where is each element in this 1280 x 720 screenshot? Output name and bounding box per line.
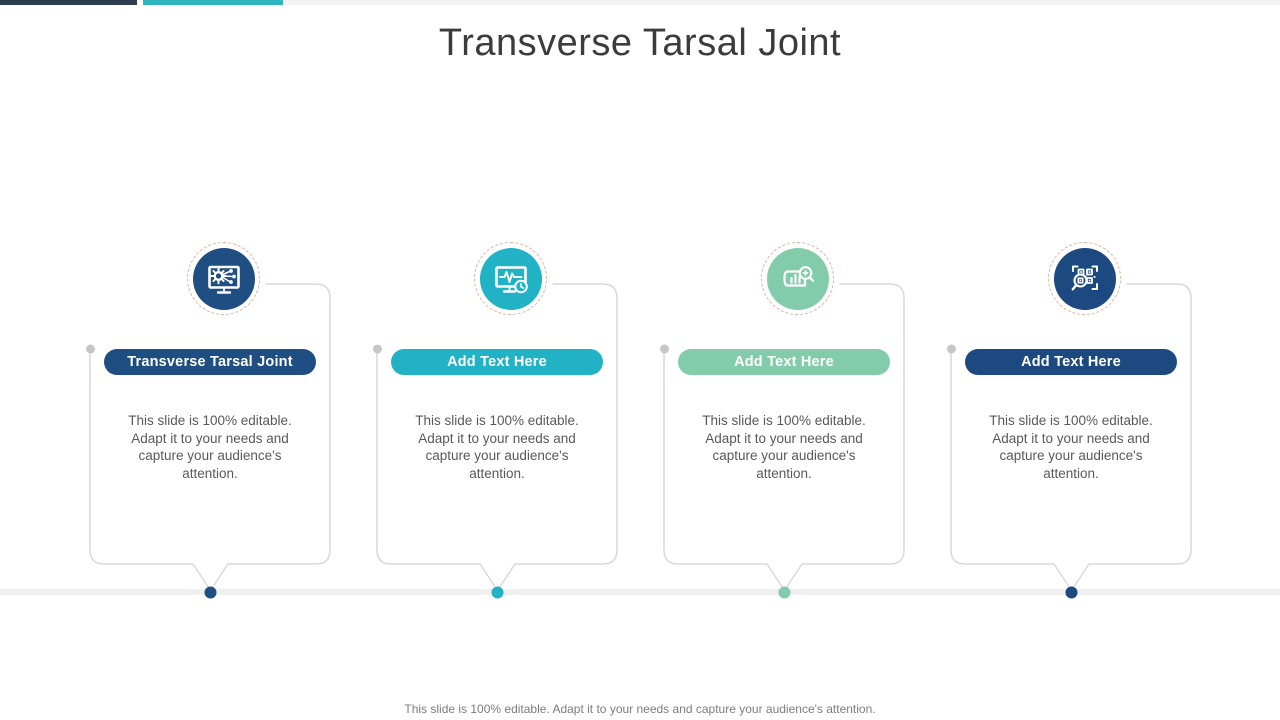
- card-bubble-outline: [947, 283, 1192, 599]
- timeline-dot: [778, 586, 791, 599]
- anchor-dot: [86, 344, 95, 354]
- icon-dashed-ring: [761, 242, 834, 315]
- icon-circle: [766, 247, 829, 310]
- icon-circle: [479, 247, 542, 310]
- icon-circle: [192, 247, 255, 310]
- topbar-dark-segment: [0, 0, 137, 5]
- icon-dashed-ring: [187, 242, 260, 315]
- card-bubble-outline: [373, 283, 618, 599]
- icon-dashed-ring: [1048, 242, 1121, 315]
- card-title-pill[interactable]: Add Text Here: [965, 349, 1177, 375]
- timeline-dot: [204, 586, 217, 599]
- card-1: Transverse Tarsal Joint This slide is 10…: [86, 240, 331, 605]
- timeline-dot: [1065, 586, 1078, 599]
- chart-magnifier-icon: [782, 265, 814, 287]
- card-2: Add Text Here This slide is 100% editabl…: [373, 240, 618, 605]
- timeline-dot: [491, 586, 504, 599]
- qr-magnifier-icon: [1071, 265, 1098, 290]
- anchor-dot: [660, 344, 669, 354]
- topbar-light-segment: [285, 0, 1280, 5]
- footer-note: This slide is 100% editable. Adapt it to…: [404, 702, 876, 716]
- icon-dashed-ring: [474, 242, 547, 315]
- card-bubble-outline: [86, 283, 331, 599]
- anchor-dot: [373, 344, 382, 354]
- card-4: Add Text Here This slide is 100% editabl…: [947, 240, 1192, 605]
- card-title-pill[interactable]: Add Text Here: [678, 349, 890, 375]
- anchor-dot: [947, 344, 956, 354]
- card-title-pill[interactable]: Transverse Tarsal Joint: [104, 349, 316, 375]
- card-body-text[interactable]: This slide is 100% editable. Adapt it to…: [989, 413, 1153, 481]
- card-body-text[interactable]: This slide is 100% editable. Adapt it to…: [415, 413, 579, 481]
- monitor-gear-network-icon: [207, 265, 240, 294]
- card-bubble-outline: [660, 283, 905, 599]
- icon-circle: [1053, 247, 1116, 310]
- timeline-bar: [0, 589, 1280, 595]
- topbar-teal-segment: [143, 0, 283, 5]
- card-title-pill[interactable]: Add Text Here: [391, 349, 603, 375]
- monitor-pulse-clock-icon: [494, 265, 528, 293]
- slide-title[interactable]: Transverse Tarsal Joint: [438, 22, 842, 64]
- card-3: Add Text Here This slide is 100% editabl…: [660, 240, 905, 605]
- card-body-text[interactable]: This slide is 100% editable. Adapt it to…: [128, 413, 292, 481]
- card-body-text[interactable]: This slide is 100% editable. Adapt it to…: [702, 413, 866, 481]
